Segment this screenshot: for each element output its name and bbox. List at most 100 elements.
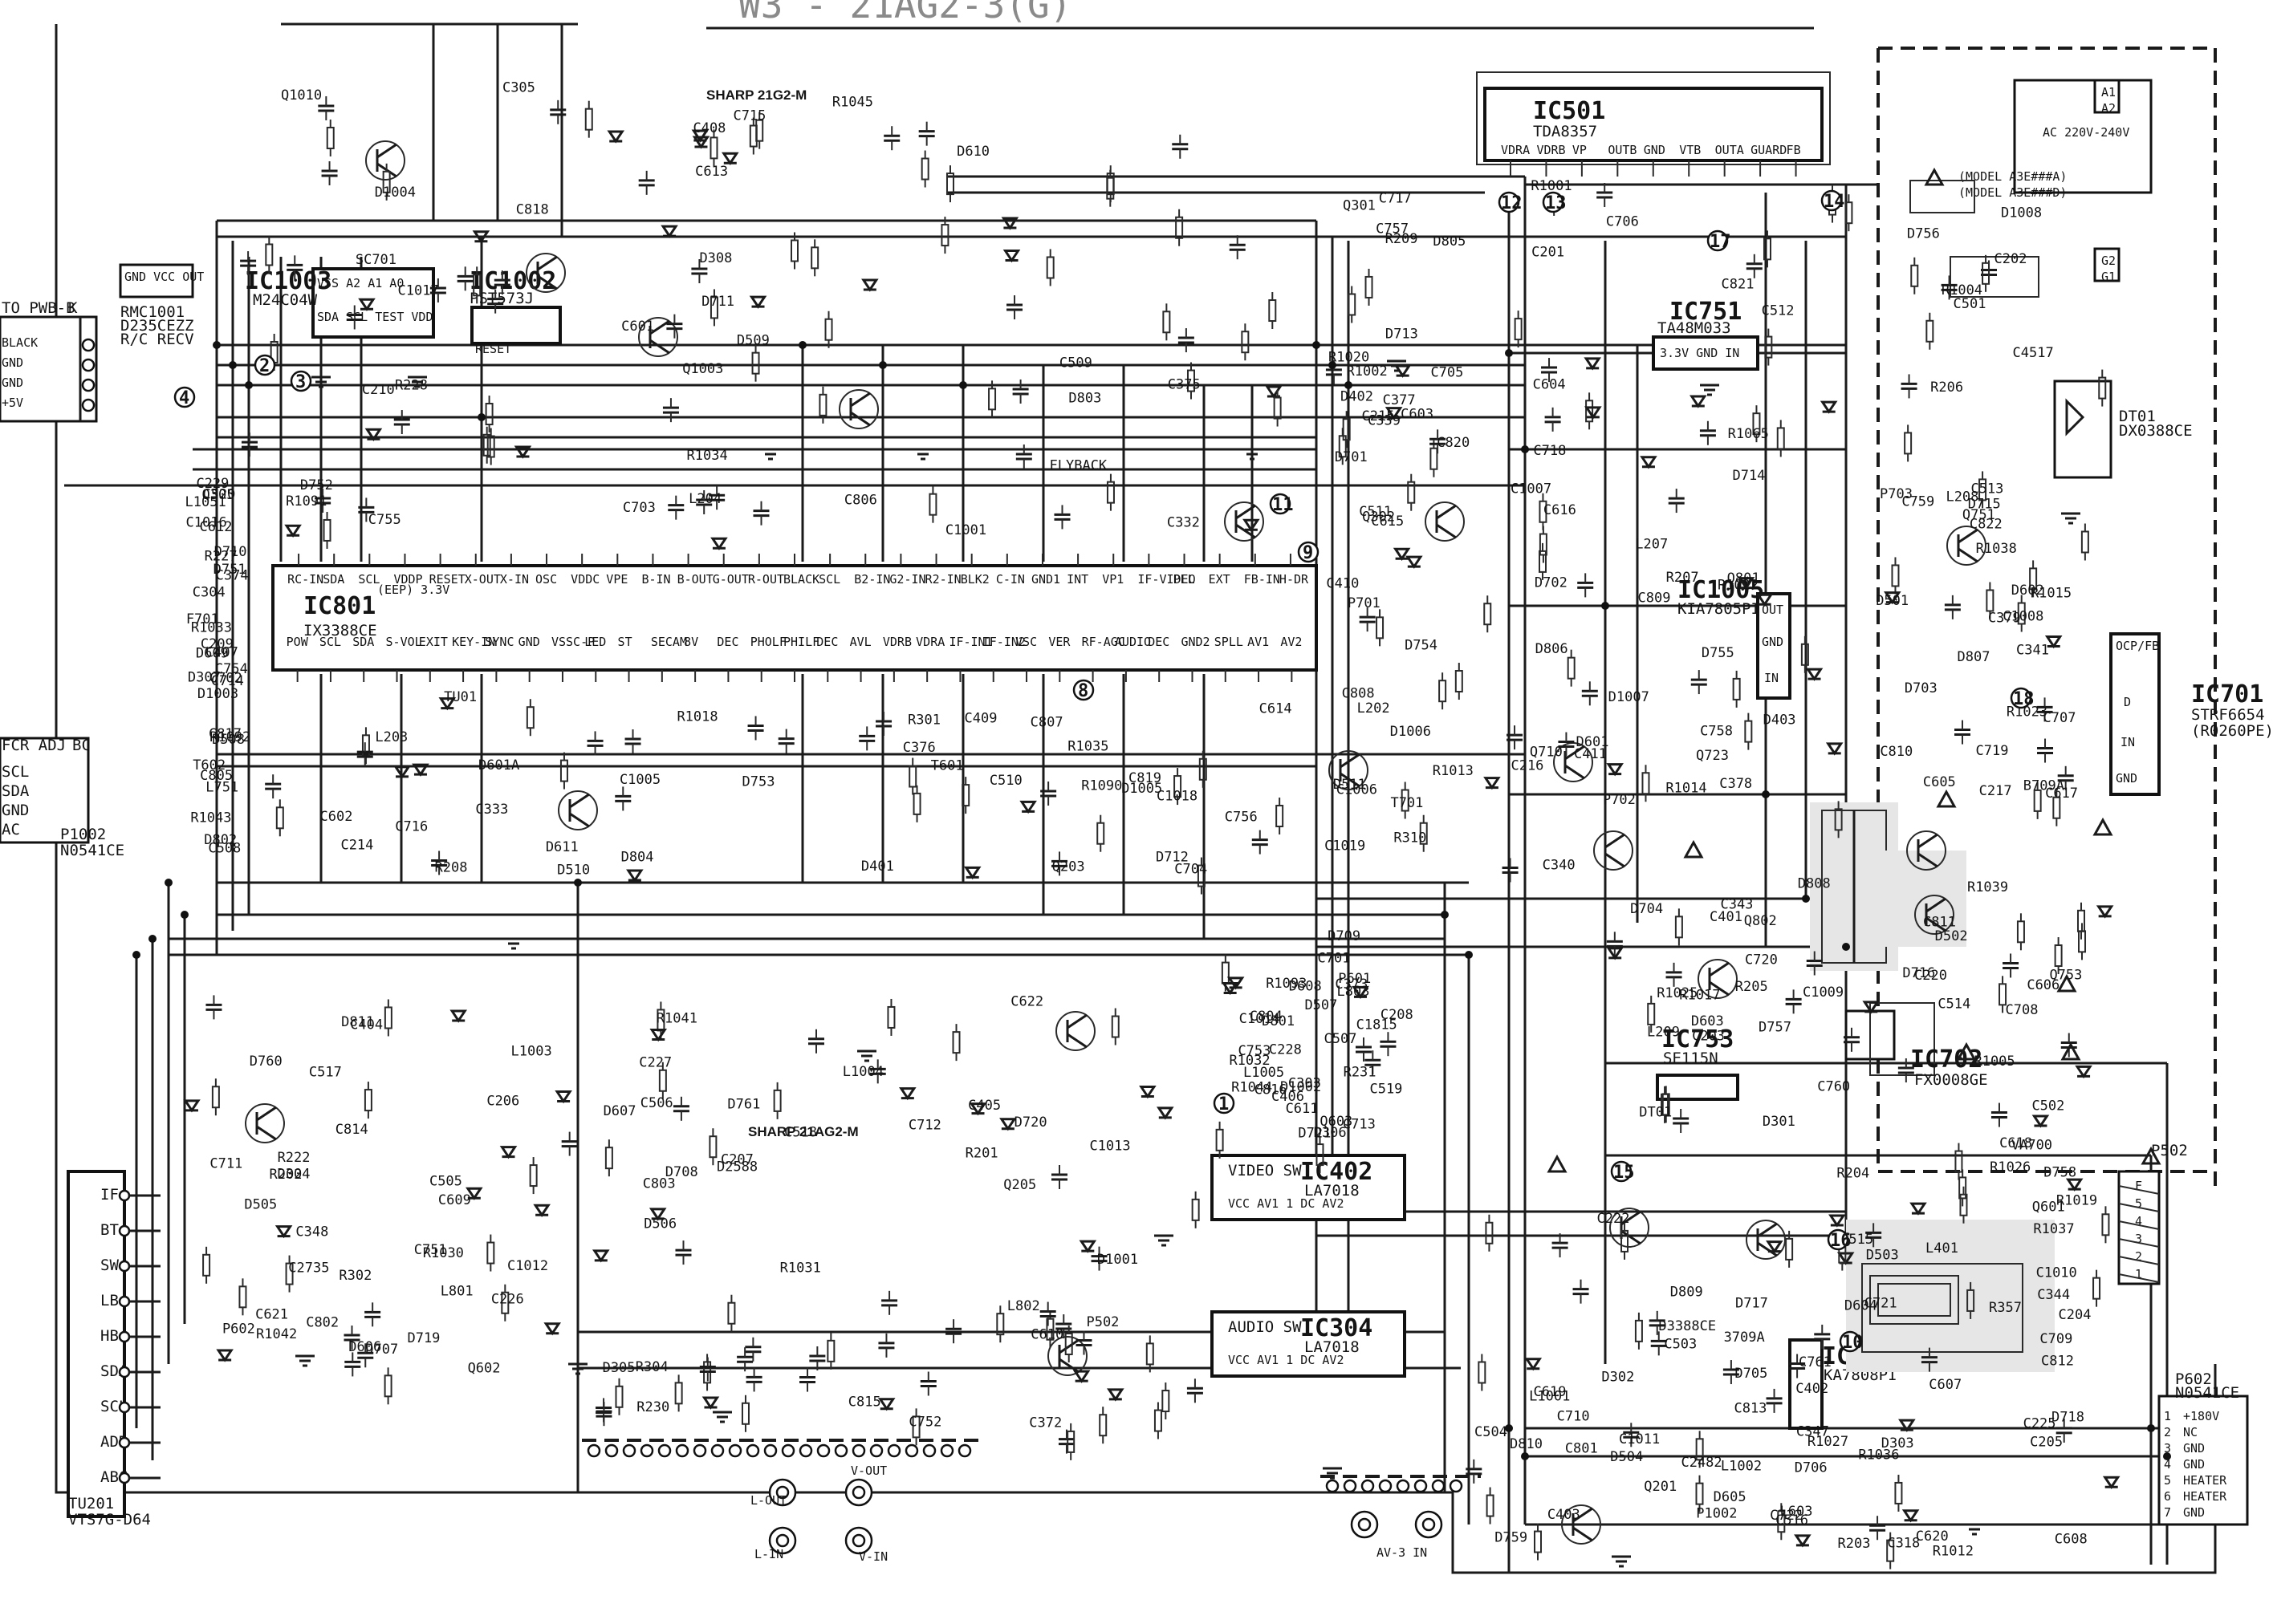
diode bbox=[1001, 217, 1019, 230]
junction-node bbox=[2163, 1452, 2171, 1460]
part-label: C710 bbox=[1557, 1408, 1590, 1424]
ic801-bottom-pin-label: ST bbox=[618, 635, 632, 649]
diode bbox=[701, 1396, 720, 1410]
part-label: C410 bbox=[1326, 576, 1359, 592]
part-label: C759 bbox=[1901, 494, 1934, 510]
resistor bbox=[1099, 1414, 1108, 1437]
resistor bbox=[1744, 720, 1753, 743]
av-connector-pin bbox=[1431, 1479, 1446, 1493]
part-label: D718 bbox=[2051, 1409, 2084, 1425]
svg-text:DT01: DT01 bbox=[2119, 408, 2156, 425]
part-label: C339 bbox=[1368, 413, 1401, 429]
transistor-emitter bbox=[850, 411, 871, 427]
part-label: D716 bbox=[1902, 965, 1935, 981]
transistor-collector bbox=[850, 392, 871, 408]
diode bbox=[1405, 555, 1423, 569]
part-label: C305 bbox=[502, 80, 535, 96]
part-label: D509 bbox=[737, 332, 770, 348]
tuner-pin-label: IF bbox=[100, 1186, 119, 1204]
part-label: L751 bbox=[205, 779, 238, 795]
ic402-part: LA7018 bbox=[1304, 1182, 1360, 1200]
ic801-bottom-pin-label: S-VOL bbox=[386, 635, 422, 649]
ic751-name: IC751 bbox=[1669, 298, 1742, 326]
model-b-note: (MODEL A3E###D) bbox=[1958, 185, 2067, 200]
part-label: Q301 bbox=[1343, 198, 1376, 214]
av-connector-pin bbox=[710, 1443, 725, 1458]
svg-text:18: 18 bbox=[2013, 689, 2035, 709]
part-label: L202 bbox=[1357, 700, 1390, 717]
av-connector-pin bbox=[1413, 1479, 1428, 1493]
part-label: C502 bbox=[2031, 1098, 2064, 1114]
part-label: C807 bbox=[1031, 714, 1063, 730]
resistor bbox=[584, 108, 593, 131]
part-label: C801 bbox=[1565, 1441, 1598, 1457]
part-label: Q751 bbox=[1962, 507, 1995, 523]
ic801-bottom-pin-label: LED bbox=[584, 635, 606, 649]
ic801-top-pin-label: C-IN bbox=[996, 572, 1025, 587]
ic801-top-pin-label: OSC bbox=[535, 572, 557, 587]
part-label: C758 bbox=[1700, 724, 1733, 740]
part-label: R1014 bbox=[1665, 781, 1706, 797]
resistor bbox=[384, 1374, 392, 1398]
part-label: C718 bbox=[1533, 443, 1566, 459]
part-label: Q723 bbox=[1696, 748, 1729, 764]
transistor-collector bbox=[1564, 745, 1585, 761]
part-label: D308 bbox=[699, 250, 732, 266]
transistor-emitter bbox=[256, 1125, 277, 1141]
svg-text:11: 11 bbox=[1272, 495, 1294, 515]
board-boundary-dashed bbox=[1878, 47, 2217, 1188]
part-label: C815 bbox=[848, 1394, 881, 1410]
ic801-bottom-pin-label: EXIT bbox=[419, 635, 448, 649]
svg-text:9: 9 bbox=[1303, 543, 1313, 563]
junction-node bbox=[1521, 1452, 1529, 1460]
ic801-top-pin-label: B2-IN bbox=[854, 572, 890, 587]
model-a-note: (MODEL A3E###A) bbox=[1958, 169, 2067, 184]
part-label: D801 bbox=[1262, 1013, 1295, 1029]
resistor bbox=[238, 1285, 247, 1309]
diode bbox=[1820, 400, 1838, 414]
part-label: R1032 bbox=[1229, 1053, 1270, 1069]
resistor bbox=[211, 1086, 220, 1109]
transistor-collector bbox=[1917, 833, 1938, 849]
part-label: Q1003 bbox=[682, 361, 723, 377]
part-label: D403 bbox=[1763, 712, 1796, 728]
diode bbox=[1901, 1509, 1920, 1523]
part-label: Q753 bbox=[2049, 967, 2082, 983]
ic801-top-pin-label: SCL bbox=[358, 572, 380, 587]
part-label: Q205 bbox=[1003, 1177, 1036, 1193]
transistor-emitter bbox=[649, 339, 670, 355]
resistor bbox=[275, 806, 284, 830]
svg-text:GND: GND bbox=[2, 355, 23, 370]
part-label: D606 bbox=[348, 1339, 381, 1355]
p602-name: P602 bbox=[2175, 1370, 2212, 1388]
part-label: L1005 bbox=[1243, 1065, 1284, 1081]
part-label: TU01 bbox=[444, 689, 477, 705]
junction-node bbox=[165, 879, 173, 887]
part-label: L209 bbox=[1647, 1024, 1680, 1040]
part-label: C344 bbox=[2037, 1287, 2070, 1303]
junction-node bbox=[213, 341, 221, 349]
av-jacks: L-OUT V-OUT L-IN V-IN AV-3 IN bbox=[582, 1439, 1481, 1564]
transistor-collector bbox=[1709, 961, 1730, 977]
part-label: D501 bbox=[1876, 593, 1909, 609]
part-label: C757 bbox=[1376, 221, 1409, 237]
svg-text:OUT: OUT bbox=[1762, 603, 1783, 617]
transistor-collector bbox=[1572, 1507, 1593, 1523]
part-label: C514 bbox=[1938, 997, 1970, 1013]
part-label: R231 bbox=[1344, 1064, 1376, 1080]
part-label: C756 bbox=[1225, 809, 1258, 825]
ic801-top-pin-label: VDDP bbox=[393, 572, 422, 587]
part-label: B709A bbox=[2023, 778, 2064, 794]
ic501-pin-label: GND bbox=[1644, 143, 1665, 157]
resistor bbox=[1894, 1481, 1903, 1504]
part-label: R227 bbox=[205, 548, 238, 564]
part-label: R204 bbox=[1836, 1166, 1869, 1182]
p602-pin-number: 5 bbox=[2164, 1473, 2171, 1488]
part-label: C717 bbox=[1379, 191, 1412, 207]
part-label: Q802 bbox=[1744, 913, 1777, 929]
ic801-bottom-pin-label: VDRA bbox=[916, 635, 945, 649]
svg-text:AV-3 IN: AV-3 IN bbox=[1376, 1545, 1427, 1560]
resistor bbox=[819, 393, 827, 416]
svg-text:L-OUT: L-OUT bbox=[750, 1493, 787, 1508]
